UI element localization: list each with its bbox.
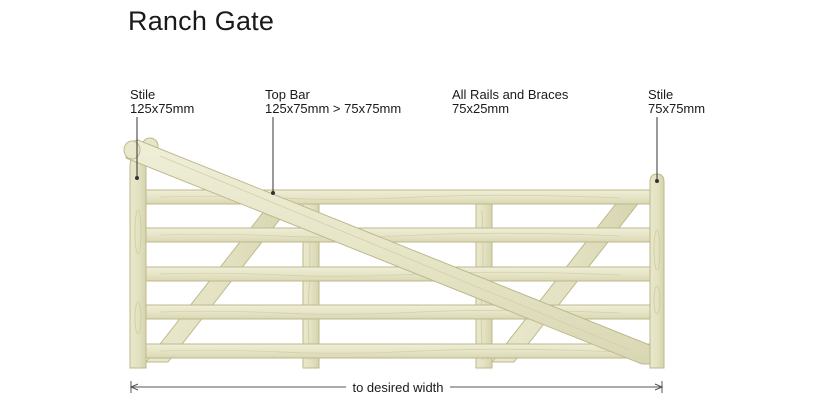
label-stile-right: Stile 75x75mm <box>648 88 705 116</box>
diagram-title: Ranch Gate <box>128 6 275 36</box>
label-rails-braces: All Rails and Braces 75x25mm <box>452 88 568 116</box>
rail-5 <box>143 343 653 359</box>
label-stile-left-name: Stile <box>130 87 156 102</box>
rail-3 <box>143 266 653 282</box>
label-top-bar-name: Top Bar <box>265 87 310 102</box>
label-stile-left: Stile 125x75mm <box>130 88 194 116</box>
label-stile-left-size: 125x75mm <box>130 101 195 116</box>
label-stile-right-size: 75x75mm <box>648 101 706 116</box>
label-stile-right-name: Stile <box>648 87 674 102</box>
label-rails-braces-size: 75x25mm <box>452 101 510 116</box>
stile-left <box>129 137 159 369</box>
label-top-bar: Top Bar 125x75mm > 75x75mm <box>265 88 401 116</box>
leader-lines <box>135 117 659 195</box>
label-top-bar-size: 125x75mm > 75x75mm <box>265 101 402 116</box>
rail-2 <box>143 227 653 243</box>
label-rails-braces-name: All Rails and Braces <box>452 87 569 102</box>
top-bar-diagonal <box>123 139 653 365</box>
dimension-label: to desired width <box>346 380 450 395</box>
stile-right <box>649 173 665 369</box>
dimension-label-wrap: to desired width <box>0 379 836 397</box>
